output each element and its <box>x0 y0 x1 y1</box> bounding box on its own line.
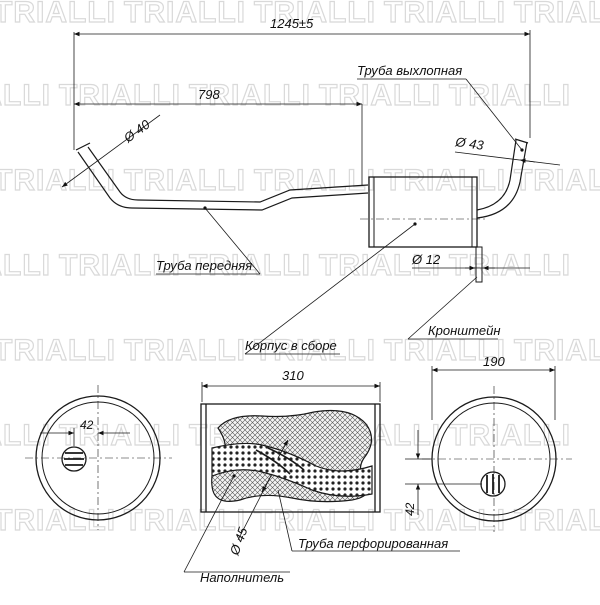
dot-filler <box>232 474 236 478</box>
front-pipe-end-cap <box>75 142 91 151</box>
outlet-grille <box>486 474 500 494</box>
watermark-logo: TRIALLI <box>319 79 441 112</box>
exhaust-pipe-outline-outer <box>476 139 517 211</box>
label-bracket: Кронштейн <box>428 323 501 338</box>
inlet-opening <box>61 446 87 472</box>
watermark-logo: TRIALLI <box>189 79 311 112</box>
watermark-logo: TRIALLI <box>0 419 51 452</box>
perforated-pipe-wave <box>255 447 305 475</box>
watermark-logo: TRIALLI <box>449 79 571 112</box>
watermark-logo: TRIALLI <box>189 249 311 282</box>
leader-filler <box>183 475 235 573</box>
section-shell <box>200 403 381 513</box>
leader-front-diameter <box>61 114 161 188</box>
top-view: 1245±5 798 Ø 40 Ø 43 Ø 12 Труба выхлопна… <box>61 16 561 355</box>
watermark-logo: TRIALLI <box>0 164 116 197</box>
watermark-logo: TRIALLI <box>0 249 51 282</box>
label-perforated-pipe: Труба перфорированная <box>298 536 448 551</box>
watermark-logo: TRIALLI <box>514 334 600 367</box>
dim-exhaust-diameter: Ø 43 <box>454 134 486 153</box>
dim-front-length: 798 <box>198 87 220 102</box>
watermark-logo: TRIALLI <box>124 334 246 367</box>
watermark-logo: TRIALLI <box>254 0 376 29</box>
watermark-logo: TRIALLI <box>0 79 51 112</box>
label-front-pipe: Труба передняя <box>156 258 252 273</box>
exhaust-pipe-end-cap <box>514 138 529 144</box>
leader-perforated-diameter <box>237 473 273 541</box>
inlet-grille <box>64 452 84 466</box>
front-pipe-outline-upper <box>77 151 369 211</box>
watermark-logo: TRIALLI <box>124 164 246 197</box>
watermark-logo: TRIALLI <box>514 164 600 197</box>
watermark-logo: TRIALLI <box>514 0 600 29</box>
leader-front-pipe <box>204 207 261 275</box>
watermark-logo: TRIALLI <box>254 164 376 197</box>
dim-body-length: 310 <box>282 368 304 383</box>
arrow-exhaust-diameter <box>519 158 536 163</box>
left-end-view: 42 <box>25 385 172 530</box>
watermark-logo: TRIALLI <box>0 0 116 29</box>
watermark-logo: TRIALLI <box>124 0 246 29</box>
dim-bracket-diameter: Ø 12 <box>411 252 441 267</box>
dim-body-diameter: 190 <box>483 354 505 369</box>
label-filler: Наполнитель <box>200 570 284 585</box>
leader-bracket <box>407 276 478 340</box>
right-end-view: 190 42 <box>403 354 572 532</box>
dim-perforated-upper <box>277 439 289 459</box>
watermark-logo: TRIALLI <box>254 334 376 367</box>
watermark-logo: TRIALLI <box>384 164 506 197</box>
section-view: 310 Ø 45 Труба перфорированная Наполните… <box>183 368 460 585</box>
dot-body-assembly <box>413 222 417 226</box>
dim-inlet-offset: 42 <box>80 418 94 432</box>
watermark-logo: TRIALLI <box>254 504 376 537</box>
leader-perforated-pipe <box>277 489 293 552</box>
watermark-logo: TRIALLI <box>124 504 246 537</box>
label-body-assembly: Корпус в сборе <box>245 338 337 353</box>
perforated-pipe <box>211 442 373 497</box>
watermark-logo: TRIALLI <box>319 249 441 282</box>
leader-exhaust-diameter <box>454 151 561 166</box>
dot-front-pipe <box>203 206 207 210</box>
watermark-logo: TRIALLI <box>449 249 571 282</box>
watermark-logo: TRIALLI <box>59 419 181 452</box>
watermark-logo: TRIALLI <box>59 249 181 282</box>
exhaust-pipe-outline-inner <box>476 141 528 219</box>
leader-body-assembly <box>244 223 416 355</box>
dot-exhaust-pipe <box>520 148 524 152</box>
bracket-plate <box>475 246 483 283</box>
label-exhaust-pipe: Труба выхлопная <box>357 63 462 78</box>
watermark-logo: TRIALLI <box>59 79 181 112</box>
dim-front-diameter: Ø 40 <box>120 116 153 146</box>
front-pipe-outline-lower <box>87 146 369 203</box>
watermark-logo: TRIALLI <box>384 0 506 29</box>
muffler-body-side <box>368 176 478 248</box>
watermark-logo: TRIALLI <box>449 419 571 452</box>
leader-exhaust-pipe <box>465 78 523 151</box>
dim-overall-length: 1245±5 <box>270 16 314 31</box>
watermark-logo: TRIALLI <box>514 504 600 537</box>
dim-outlet-offset: 42 <box>403 502 417 516</box>
watermark-logo: TRIALLI <box>0 334 116 367</box>
